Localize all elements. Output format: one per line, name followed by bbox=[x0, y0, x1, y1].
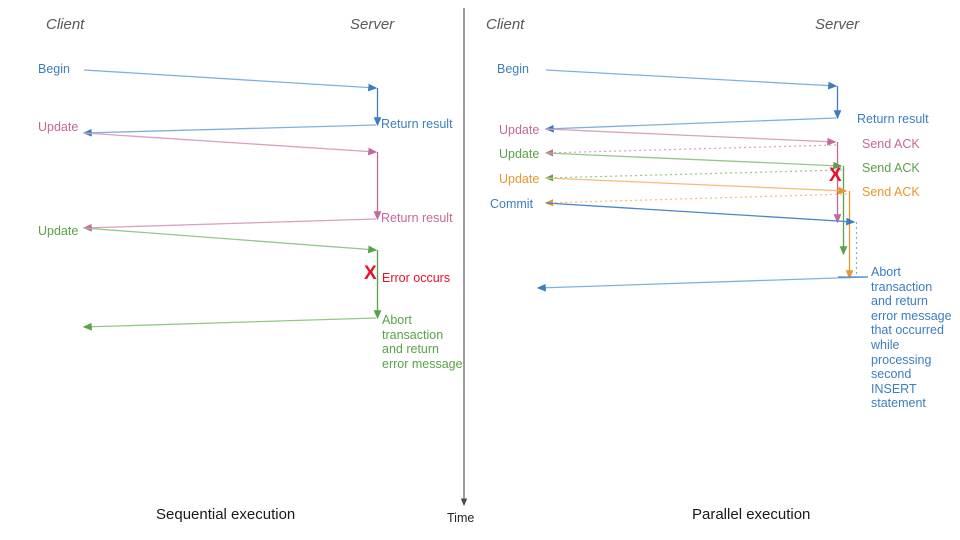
par-caption: Parallel execution bbox=[692, 506, 811, 523]
seq-msg-return-result-2: Return result bbox=[381, 211, 453, 225]
text-line: error message bbox=[871, 308, 952, 323]
arrow-p-update3-request bbox=[545, 177, 848, 195]
arrow-p-ack2 bbox=[544, 169, 843, 182]
text-line: Abort bbox=[382, 313, 412, 327]
par-client-header: Client bbox=[486, 16, 525, 33]
seq-msg-update-2: Update bbox=[38, 224, 79, 238]
arrow-p-commit-request bbox=[545, 202, 856, 226]
par-msg-ack-3: Send ACK bbox=[862, 185, 920, 199]
arrow-p-update2-request bbox=[545, 152, 843, 170]
arrow-abort-return bbox=[82, 317, 377, 331]
text-line: transaction bbox=[382, 327, 444, 342]
seq-server-header: Server bbox=[350, 16, 395, 33]
par-msg-update-1: Update bbox=[499, 123, 540, 137]
par-msg-ack-1: Send ACK bbox=[862, 137, 920, 151]
par-msg-begin: Begin bbox=[497, 62, 529, 76]
sequential-diagram bbox=[82, 69, 382, 331]
parallel-diagram bbox=[536, 69, 868, 292]
text-line: error message bbox=[382, 356, 463, 371]
time-axis-label: Time bbox=[447, 511, 475, 525]
seq-caption: Sequential execution bbox=[156, 506, 296, 523]
error-x-icon: X bbox=[364, 263, 377, 284]
par-msg-update-3: Update bbox=[499, 172, 540, 186]
arrow-update1-return bbox=[82, 218, 377, 232]
par-msg-return-result: Return result bbox=[857, 112, 929, 126]
arrow-p-update1-request bbox=[545, 128, 837, 146]
par-error-x-icon: X bbox=[829, 165, 842, 186]
seq-client-header: Client bbox=[46, 16, 85, 33]
text-line: transaction bbox=[871, 279, 933, 294]
par-msg-commit: Commit bbox=[490, 197, 534, 211]
text-line: and return bbox=[871, 294, 928, 309]
seq-msg-update-1: Update bbox=[38, 120, 79, 134]
arrow-p-begin-request bbox=[545, 69, 838, 90]
text-line: INSERT bbox=[871, 381, 917, 396]
seq-msg-begin: Begin bbox=[38, 62, 70, 76]
seq-msg-return-result-1: Return result bbox=[381, 117, 453, 131]
seq-error-label: Error occurs bbox=[382, 271, 451, 285]
par-msg-update-2: Update bbox=[499, 147, 540, 161]
text-line: second bbox=[871, 367, 912, 382]
text-line: Abort bbox=[871, 265, 901, 279]
arrow-p-begin-return bbox=[544, 117, 837, 133]
par-msg-ack-2: Send ACK bbox=[862, 161, 920, 175]
arrow-p-abort-return bbox=[536, 276, 867, 292]
arrow-p-ack3 bbox=[544, 193, 848, 207]
arrow-update1-request bbox=[83, 132, 378, 156]
text-line: that occurred bbox=[871, 323, 944, 338]
text-line: while bbox=[871, 337, 900, 352]
text-line: statement bbox=[871, 396, 926, 411]
text-line: and return bbox=[382, 342, 439, 357]
par-server-header: Server bbox=[815, 16, 860, 33]
text-line: processing bbox=[871, 352, 932, 367]
arrow-begin-request bbox=[83, 69, 378, 92]
arrow-update2-request bbox=[83, 227, 378, 254]
arrow-begin-return bbox=[82, 124, 377, 137]
arrow-p-ack1 bbox=[544, 144, 837, 157]
